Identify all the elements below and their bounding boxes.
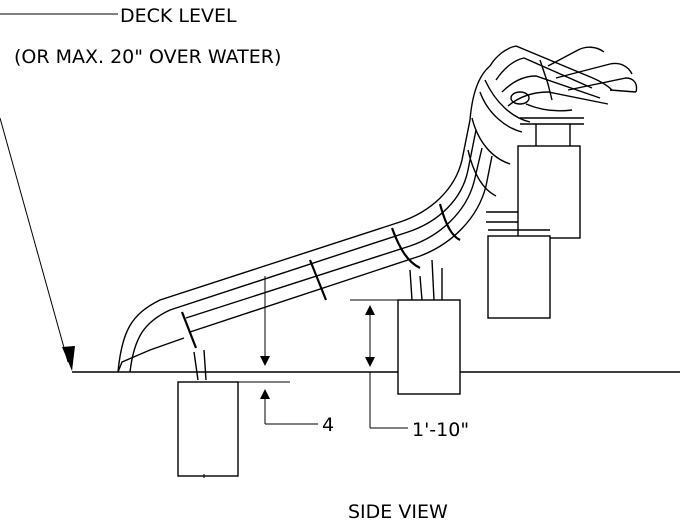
max-over-water-label: (OR MAX. 20" OVER WATER) [14,46,281,68]
dimension-4-label: 4 [322,414,334,436]
slide-chute [117,65,531,373]
dimension-1-10-label: 1'-10" [412,419,469,441]
dimension-1-10 [350,299,408,429]
deck-level-leader [0,13,118,371]
support-column-rear [487,229,551,319]
deck-level-label: DECK LEVEL [120,5,237,27]
slide-entry [489,45,638,146]
support-column-front [177,349,239,478]
support-column-middle [397,259,461,395]
view-title: SIDE VIEW [348,501,448,523]
dimension-4 [238,276,318,425]
support-column-upper [486,145,581,239]
